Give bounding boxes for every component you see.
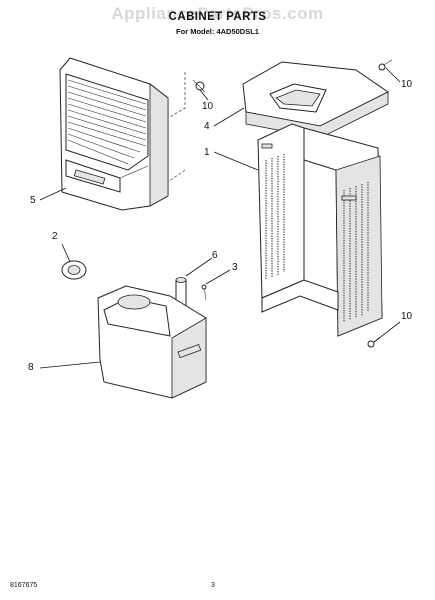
- callout-6: 6: [212, 250, 218, 261]
- callout-4: 4: [204, 121, 210, 132]
- callout-1: 1: [204, 147, 210, 158]
- page-title: CABINET PARTS: [168, 11, 267, 23]
- callout-leader-lines: [39, 67, 401, 369]
- callout-2: 2: [52, 231, 58, 242]
- document-number: 8167675: [10, 582, 38, 589]
- callout-8: 8: [28, 362, 34, 373]
- screw-upper-left-part: [167, 72, 206, 183]
- callout-3: 3: [232, 262, 238, 273]
- callout-10-top-right: 10: [401, 79, 413, 90]
- watermark: AppliancePartsPros.com: [111, 4, 324, 23]
- callout-10-bottom-right: 10: [401, 311, 413, 322]
- callout-5: 5: [30, 195, 36, 206]
- water-bucket-part: [97, 285, 207, 399]
- front-grille-part: [59, 57, 169, 211]
- knob-part: [61, 260, 87, 280]
- page-number: 3: [211, 582, 215, 589]
- model-subtitle: For Model: 4AD50DSL1: [176, 27, 259, 36]
- callout-10-upper-left: 10: [202, 101, 214, 112]
- screw-bottom-right-part: [367, 337, 381, 348]
- screw-top-right-part: [378, 59, 393, 71]
- small-screw-part: [201, 284, 207, 301]
- top-cover-part: [242, 61, 389, 139]
- rear-cabinet-part: [257, 123, 383, 337]
